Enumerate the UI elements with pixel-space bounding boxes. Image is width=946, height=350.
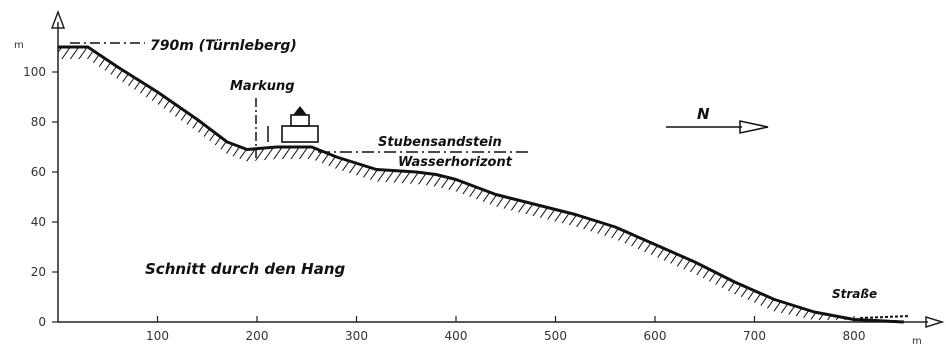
y-tick-label: 100 xyxy=(23,65,46,79)
wasserhorizont-label: Wasserhorizont xyxy=(398,155,513,170)
x-tick-label: 800 xyxy=(843,329,866,343)
road-line xyxy=(859,315,911,319)
y-tick-label: 20 xyxy=(31,265,46,279)
road-label: Straße xyxy=(832,287,877,301)
x-tick-label: 300 xyxy=(345,329,368,343)
terrain-profile-line xyxy=(58,45,904,324)
north-arrow-head xyxy=(739,120,769,134)
x-tick-label: 200 xyxy=(246,329,269,343)
y-tick-label: 40 xyxy=(31,215,46,229)
y-unit-label: m xyxy=(14,40,24,51)
building-icon xyxy=(267,106,319,143)
tick-group: 100 200 300 400 500 600 700 800 0 20 40 60 80 100 xyxy=(23,65,865,343)
x-tick-label: 700 xyxy=(743,329,766,343)
stubensandstein-label: Stubensandstein xyxy=(378,135,502,150)
summit-label: 790m (Türnleberg) xyxy=(150,38,297,54)
y-tick-label: 0 xyxy=(38,315,46,329)
x-axis-arrow xyxy=(925,315,945,329)
terrain-hatching xyxy=(58,47,904,322)
north-label: N xyxy=(697,105,710,123)
markung-label: Markung xyxy=(230,79,295,94)
x-tick-label: 600 xyxy=(644,329,667,343)
y-tick-label: 80 xyxy=(31,115,46,129)
y-axis-arrow xyxy=(50,9,66,29)
section-label: Schnitt durch den Hang xyxy=(145,260,346,278)
x-unit-label: m xyxy=(912,336,922,347)
x-tick-label: 500 xyxy=(544,329,567,343)
x-tick-label: 100 xyxy=(146,329,169,343)
x-tick-label: 400 xyxy=(445,329,468,343)
y-tick-label: 60 xyxy=(31,165,46,179)
